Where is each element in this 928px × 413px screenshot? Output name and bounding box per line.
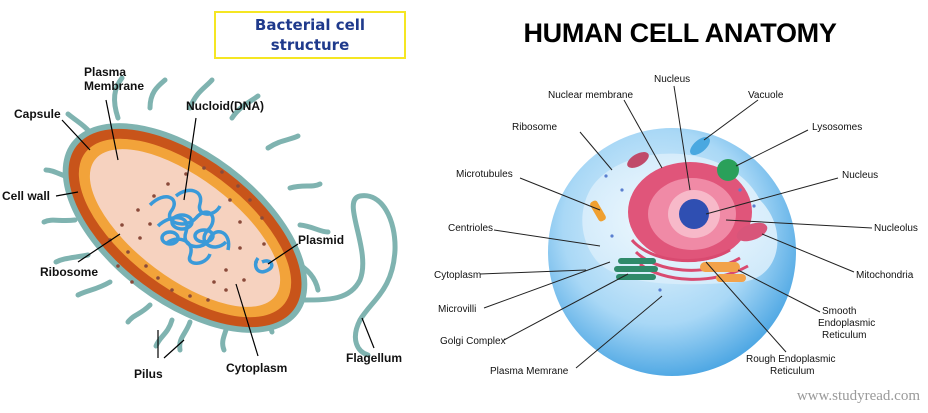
bacterial-pili — [41, 75, 331, 353]
human-nucleolus — [679, 199, 709, 229]
label-nucloid: Nucloid(DNA) — [186, 99, 264, 113]
human-mitochondria — [736, 222, 768, 242]
label-nucleolus: Nucleolus — [874, 223, 918, 234]
label-flagellum: Flagellum — [346, 351, 402, 365]
label-centrioles: Centrioles — [448, 223, 493, 234]
label-nuclear-membrane: Nuclear membrane — [548, 90, 633, 101]
label-cell-wall: Cell wall — [2, 189, 50, 203]
human-cell — [479, 85, 873, 376]
label-smooth-er-3: Reticulum — [822, 330, 866, 341]
bacterial-title-box: Bacterial cell structure — [214, 11, 406, 59]
label-human-ribosome: Ribosome — [512, 122, 557, 133]
label-pilus: Pilus — [134, 367, 163, 381]
bacterial-cell — [41, 75, 398, 359]
human-centrioles — [590, 200, 606, 222]
label-microvilli: Microvilli — [438, 304, 476, 315]
label-mitochondria: Mitochondria — [856, 270, 914, 281]
label-rough-er-2: Reticulum — [770, 366, 814, 377]
label-plasma-membrane-2: Membrane — [84, 79, 144, 93]
human-cell-title: HUMAN CELL ANATOMY — [523, 18, 837, 48]
bacterial-nucleoid-dna — [148, 188, 231, 265]
human-vacuole — [690, 137, 710, 155]
label-rough-er-1: Rough Endoplasmic — [746, 354, 836, 365]
human-smooth-er — [700, 262, 746, 282]
bacterial-leader-lines — [55, 99, 375, 359]
bacterial-title-line2: structure — [270, 36, 350, 54]
human-ribosomes — [604, 174, 756, 292]
label-lysosomes: Lysosomes — [812, 122, 862, 133]
label-human-plasma-membrane: Plasma Memrane — [490, 366, 569, 377]
label-golgi: Golgi Complex — [440, 336, 506, 347]
label-capsule: Capsule — [14, 107, 61, 121]
watermark: www.studyread.com — [796, 388, 920, 404]
label-smooth-er-2: Endoplasmic — [818, 318, 875, 329]
label-microtubules: Microtubules — [456, 169, 513, 180]
human-leader-lines — [479, 85, 873, 369]
label-vacuole: Vacuole — [748, 90, 784, 101]
bacterial-plasmid — [253, 256, 274, 274]
label-bacterial-ribosome: Ribosome — [40, 265, 98, 279]
label-nucleus-top: Nucleus — [654, 74, 690, 85]
human-mitochondria-2 — [627, 152, 649, 168]
label-plasmid: Plasmid — [298, 233, 344, 247]
label-bacterial-cytoplasm: Cytoplasm — [226, 361, 287, 375]
bacterial-ribosomes — [108, 166, 266, 302]
label-plasma-membrane-1: Plasma — [84, 65, 126, 79]
human-lysosome — [717, 159, 739, 181]
label-smooth-er-1: Smooth — [822, 306, 856, 317]
label-human-cytoplasm: Cytoplasm — [434, 270, 481, 281]
human-golgi — [614, 258, 658, 280]
label-nucleus-right: Nucleus — [842, 170, 878, 181]
bacterial-title-line1: Bacterial cell — [254, 16, 366, 34]
bacterial-flagellum — [297, 193, 398, 358]
